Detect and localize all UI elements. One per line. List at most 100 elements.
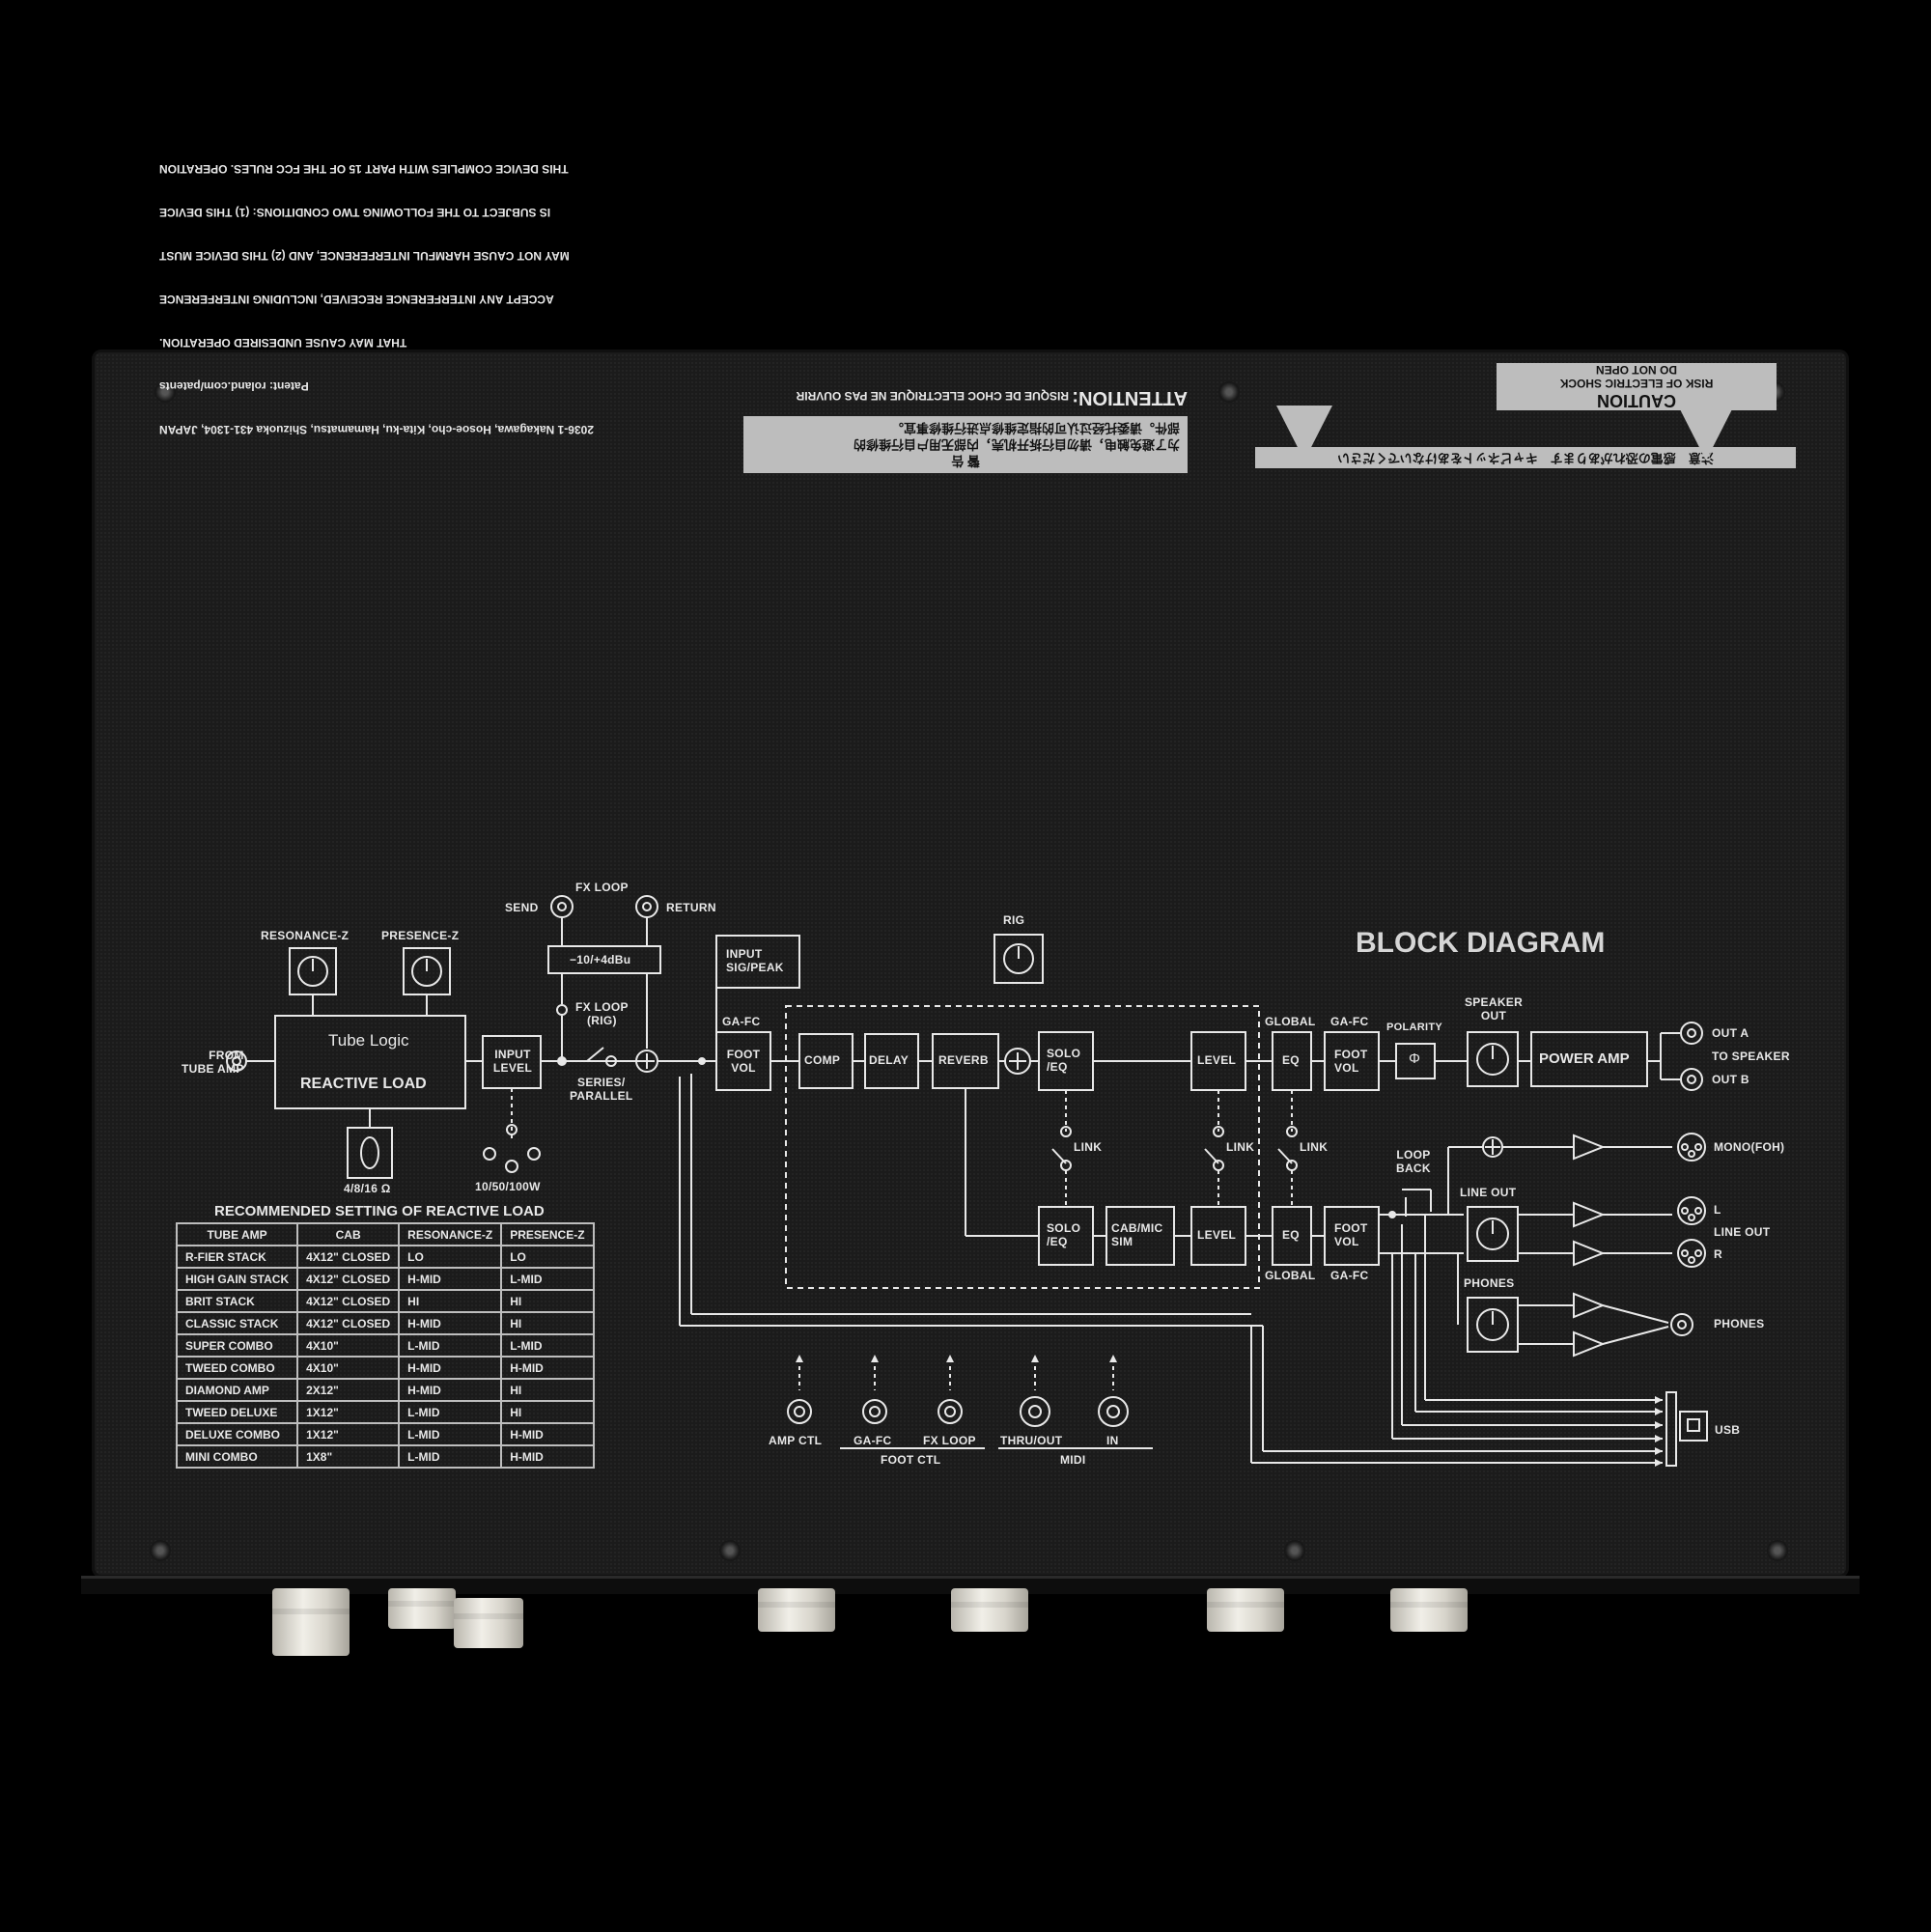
diagram-title: BLOCK DIAGRAM xyxy=(1356,927,1606,959)
fx-loop-rig-label: FX LOOP (RIG) xyxy=(575,1000,629,1027)
global-label: GLOBAL xyxy=(1265,1015,1316,1028)
label-line: FROM xyxy=(209,1049,244,1062)
table-cell: TWEED COMBO xyxy=(175,1356,299,1380)
label-line: INPUT xyxy=(726,947,763,961)
column-header: RESONANCE-Z xyxy=(398,1222,503,1246)
front-knob[interactable] xyxy=(1390,1588,1468,1632)
table-cell: SUPER COMBO xyxy=(175,1333,299,1358)
eq-label: EQ xyxy=(1282,1228,1300,1242)
link-label: LINK xyxy=(1226,1140,1255,1154)
label-line: VOL xyxy=(1334,1061,1359,1075)
table-cell: 1X8" xyxy=(296,1444,401,1469)
label-line: SERIES/ xyxy=(577,1076,626,1089)
table-cell: H-MID xyxy=(500,1422,595,1446)
r-label: R xyxy=(1714,1247,1722,1261)
table-cell: R-FIER STACK xyxy=(175,1245,299,1269)
column-header: PRESENCE-Z xyxy=(500,1222,595,1246)
label-line: VOL xyxy=(731,1061,756,1075)
table-cell: H-MID xyxy=(398,1356,503,1380)
ga-fc-label: GA-FC xyxy=(722,1015,761,1028)
table-cell: 4X12" CLOSED xyxy=(296,1267,401,1291)
delay-label: DELAY xyxy=(869,1053,910,1067)
table-header-row: TUBE AMP CAB RESONANCE-Z PRESENCE-Z xyxy=(175,1222,595,1246)
table-cell: H-MID xyxy=(500,1356,595,1380)
table-cell: 2X12" xyxy=(296,1378,401,1402)
level-label: LEVEL xyxy=(1197,1228,1237,1242)
screw xyxy=(1767,1540,1788,1561)
loop-back-label: LOOP BACK xyxy=(1396,1148,1431,1175)
solo-eq-label: SOLO /EQ xyxy=(1047,1047,1080,1074)
series-parallel-label: SERIES/ PARALLEL xyxy=(570,1076,633,1103)
eq-label: EQ xyxy=(1282,1053,1300,1067)
table-cell: 4X12" CLOSED xyxy=(296,1311,401,1335)
label-line: /EQ xyxy=(1047,1060,1068,1074)
column-header: CAB xyxy=(296,1222,401,1246)
recommended-table: TUBE AMP CAB RESONANCE-Z PRESENCE-Z R-FI… xyxy=(175,1222,595,1469)
table-cell: H-MID xyxy=(398,1267,503,1291)
rig-label: RIG xyxy=(1003,913,1025,927)
table-cell: 1X12" xyxy=(296,1422,401,1446)
table-cell: 4X10" xyxy=(296,1356,401,1380)
front-knob[interactable] xyxy=(272,1588,350,1656)
label-line: SOLO xyxy=(1047,1047,1081,1060)
table-cell: BRIT STACK xyxy=(175,1289,299,1313)
table-cell: L-MID xyxy=(398,1400,503,1424)
label-line: PARALLEL xyxy=(570,1089,633,1103)
label-line: SIG/PEAK xyxy=(726,961,784,974)
label-line: INPUT xyxy=(494,1048,531,1061)
send-label: SEND xyxy=(505,901,539,914)
out-a-label: OUT A xyxy=(1712,1026,1749,1040)
line-out-side-label: LINE OUT xyxy=(1714,1225,1771,1239)
table-cell: L-MID xyxy=(500,1333,595,1358)
presence-z-label: PRESENCE-Z xyxy=(381,929,460,942)
table-cell: L-MID xyxy=(500,1267,595,1291)
input-level-label: INPUT LEVEL xyxy=(490,1048,535,1075)
column-header: TUBE AMP xyxy=(175,1222,299,1246)
label-line: OUT xyxy=(1480,1009,1507,1022)
fx-loop-port-label: FX LOOP xyxy=(923,1434,976,1447)
label-line: LEVEL xyxy=(492,1061,533,1075)
table-cell: L-MID xyxy=(398,1444,503,1469)
comp-label: COMP xyxy=(804,1053,841,1067)
thru-out-label: THRU/OUT xyxy=(1000,1434,1063,1447)
resonance-z-label: RESONANCE-Z xyxy=(261,929,350,942)
impedance-label: 4/8/16 Ω xyxy=(344,1182,391,1195)
table-cell: MINI COMBO xyxy=(175,1444,299,1469)
table-cell: HI xyxy=(500,1378,595,1402)
table-cell: L-MID xyxy=(398,1422,503,1446)
fx-loop-label: FX LOOP xyxy=(575,881,629,894)
table-cell: LO xyxy=(398,1245,503,1269)
table-cell: 4X10" xyxy=(296,1333,401,1358)
table-cell: L-MID xyxy=(398,1333,503,1358)
table-cell: LO xyxy=(500,1245,595,1269)
front-knob[interactable] xyxy=(758,1588,835,1632)
front-knob[interactable] xyxy=(951,1588,1028,1632)
screw xyxy=(1218,381,1240,403)
table-cell: H-MID xyxy=(500,1444,595,1469)
table-cell: HI xyxy=(500,1311,595,1335)
global-label: GLOBAL xyxy=(1265,1269,1316,1282)
front-knob[interactable] xyxy=(1207,1588,1284,1632)
polarity-label: POLARITY xyxy=(1386,1022,1443,1033)
input-sig-peak-label: INPUT SIG/PEAK xyxy=(726,947,784,974)
foot-ctl-label: FOOT CTL xyxy=(881,1453,941,1467)
label-line: TUBE AMP xyxy=(182,1062,244,1076)
table-cell: 4X12" CLOSED xyxy=(296,1245,401,1269)
midi-label: MIDI xyxy=(1060,1453,1086,1467)
front-knob[interactable] xyxy=(454,1598,523,1648)
wattage-label: 10/50/100W xyxy=(475,1180,541,1193)
speaker-out-label: SPEAKER OUT xyxy=(1460,995,1527,1022)
screw xyxy=(154,381,176,403)
phones-jack-label: PHONES xyxy=(1714,1317,1765,1330)
screw xyxy=(150,1540,171,1561)
front-knob[interactable] xyxy=(388,1588,456,1629)
